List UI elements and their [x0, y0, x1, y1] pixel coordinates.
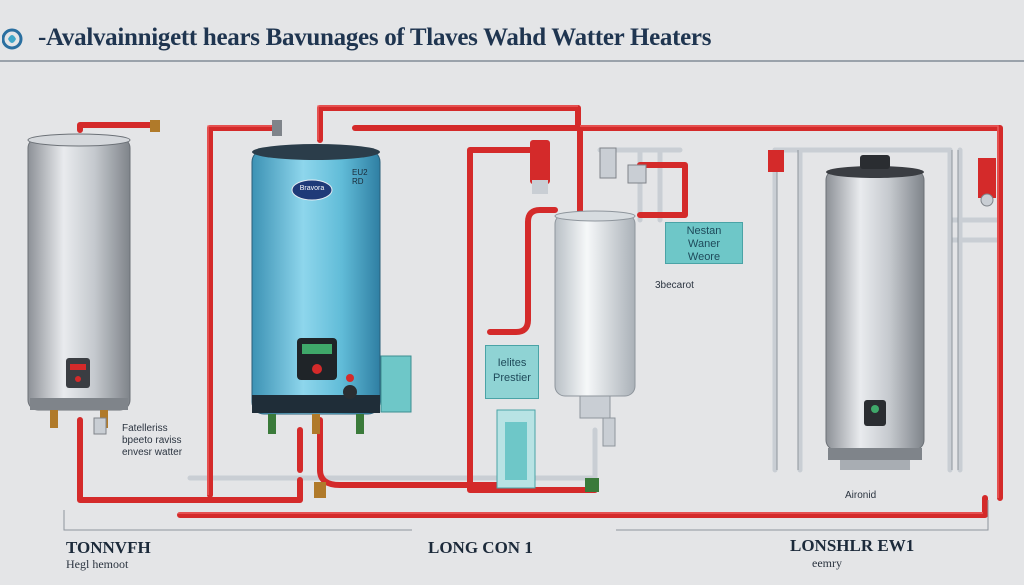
valve-far-right: [978, 158, 996, 198]
valve-right-red: [768, 150, 784, 172]
center-heater-brand-badge: [291, 179, 333, 201]
hot-pipe-valve-run: [637, 162, 688, 218]
valve-center-gauge: [599, 147, 617, 179]
valve-center-control: [627, 164, 647, 184]
center-heater-knob: [343, 385, 357, 399]
hot-pipe-right-long: [577, 125, 1003, 501]
hot-pipe-cylinder-left: [487, 207, 558, 335]
bottom-brackets: [63, 500, 989, 531]
cold-pipes-outline: [776, 150, 959, 470]
bottom-center-title: LONG CON 1: [428, 538, 533, 557]
sign-center-panel: Ielites Prestier: [485, 345, 539, 399]
bottom-left-title: TONNVFH: [66, 538, 151, 557]
cold-pipe-right-frame: [772, 147, 963, 473]
right-water-heater: [825, 155, 925, 470]
valve-left-top: [150, 120, 160, 132]
center-water-heater: [251, 144, 381, 434]
left-water-heater: [27, 133, 131, 428]
bottom-right-subtitle: eemry: [812, 556, 842, 570]
sign-right-top: Nestan Waner Weore: [665, 222, 743, 264]
hot-pipe-center-top: [317, 105, 581, 143]
hot-pipe-tall-loop: [467, 147, 598, 493]
hot-pipe-center-bottom: [317, 417, 523, 488]
bottom-left-subtitle: Hegl hemoot: [66, 557, 129, 571]
hot-pipe-left-top: [77, 122, 158, 133]
label-center-right: 3becarot: [655, 280, 694, 291]
valve-center-top: [272, 120, 282, 136]
center-heater-model: EU2 RD: [352, 168, 368, 186]
hot-pipe-loop-left: [207, 125, 278, 498]
hot-pipes-highlight: [178, 105, 999, 514]
center-heater-brand: Bravora: [299, 185, 325, 192]
hot-pipe-left-down: [77, 417, 303, 503]
page-title: -Avalvainnigett hears Bavunages of Tlave…: [38, 24, 712, 51]
cold-pipe-center-vert: [637, 147, 663, 223]
left-heater-control-panel: [66, 358, 90, 388]
valve-red-pump: [530, 140, 550, 184]
label-right-bottom: Aironid: [845, 490, 877, 501]
hot-pipe-bottom-main: [177, 495, 988, 518]
bottom-right-title: LONSHLR EW1: [790, 536, 915, 555]
brand-logo-icon: [2, 28, 23, 50]
title-divider: [0, 60, 1024, 62]
center-side-control-box: [380, 355, 412, 413]
storage-cylinder: [554, 210, 636, 447]
left-block-label: Fatelleriss bpeeto raviss envesr watter: [122, 423, 183, 458]
valves: [93, 120, 996, 498]
